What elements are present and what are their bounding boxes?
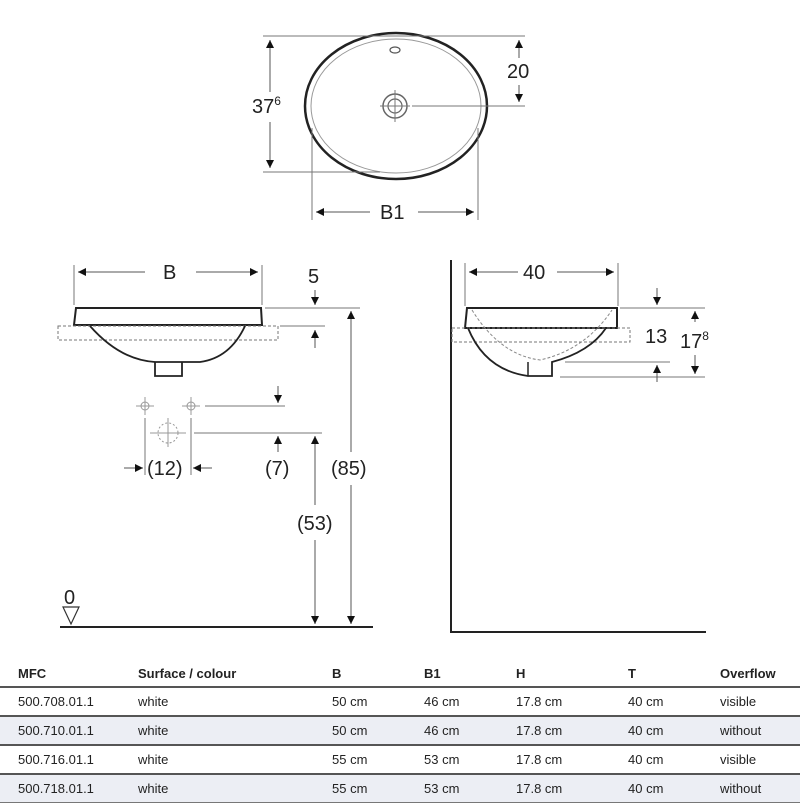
cell-mfc: 500.708.01.1	[18, 694, 94, 709]
cell-h: 17.8 cm	[516, 773, 628, 803]
cell-surface: white	[138, 744, 332, 774]
table-row: 500.708.01.1 white 50 cm 46 cm 17.8 cm 4…	[0, 686, 800, 716]
cell-t: 40 cm	[628, 773, 720, 803]
col-header-b: B	[332, 665, 342, 681]
top-depth-label: 376	[252, 94, 281, 118]
col-header-surface: Surface / colour	[138, 665, 237, 681]
col-header-b1: B1	[424, 665, 441, 681]
width-label: B	[163, 262, 176, 284]
inner-width-label: B1	[380, 202, 404, 224]
basin-bowl	[89, 325, 246, 363]
cell-overflow: without	[720, 715, 800, 745]
cell-surface: white	[138, 773, 332, 803]
wall-line	[450, 260, 706, 633]
cell-b: 55 cm	[332, 744, 424, 774]
cell-b1: 53 cm	[424, 744, 516, 774]
total-height-label: 178	[680, 329, 709, 353]
cell-b1: 46 cm	[424, 715, 516, 745]
tap-left-icon	[136, 397, 154, 415]
side-view: 40 13 178	[450, 260, 709, 633]
rim-label: 5	[308, 266, 319, 288]
table-row: 500.710.01.1 white 50 cm 46 cm 17.8 cm 4…	[0, 715, 800, 745]
cell-overflow: visible	[720, 744, 800, 774]
cell-h: 17.8 cm	[516, 686, 628, 716]
basin-rim	[72, 307, 264, 326]
overflow-hole-icon	[389, 46, 401, 54]
cell-mfc: 500.718.01.1	[18, 781, 94, 796]
table-row: 500.718.01.1 white 55 cm 53 cm 17.8 cm 4…	[0, 773, 800, 803]
drain-icon	[380, 90, 410, 122]
cell-surface: white	[138, 715, 332, 745]
rim-height-label: (85)	[331, 458, 367, 480]
cell-b: 50 cm	[332, 686, 424, 716]
cell-h: 17.8 cm	[516, 744, 628, 774]
col-header-overflow: Overflow	[720, 665, 776, 681]
cell-b1: 53 cm	[424, 773, 516, 803]
floor-level-icon	[62, 606, 80, 626]
top-view: 376 20 B1	[252, 31, 529, 224]
cell-b: 50 cm	[332, 715, 424, 745]
cell-overflow: visible	[720, 686, 800, 716]
cell-overflow: without	[720, 773, 800, 803]
col-header-h: H	[516, 665, 526, 681]
cell-surface: white	[138, 686, 332, 716]
cell-t: 40 cm	[628, 715, 720, 745]
tap-right-icon	[182, 397, 200, 415]
side-depth-label: 40	[523, 262, 545, 284]
cell-mfc: 500.716.01.1	[18, 752, 94, 767]
front-view: B 5 (12)	[57, 262, 373, 628]
cell-t: 40 cm	[628, 686, 720, 716]
table-header-row: MFC Surface / colour B B1 H T Overflow	[0, 660, 800, 687]
drain-offset-label: 20	[507, 61, 529, 83]
cell-mfc: 500.710.01.1	[18, 723, 94, 738]
drain-height-label: (53)	[297, 513, 333, 535]
table-row: 500.716.01.1 white 55 cm 53 cm 17.8 cm 4…	[0, 744, 800, 774]
technical-drawing: 376 20 B1 B 5	[57, 31, 709, 633]
tap-spacing-label: (12)	[147, 458, 183, 480]
col-header-t: T	[628, 665, 636, 681]
cell-h: 17.8 cm	[516, 715, 628, 745]
bowl-depth-label: 13	[645, 326, 667, 348]
tap-height-label: (7)	[265, 458, 289, 480]
cell-b1: 46 cm	[424, 686, 516, 716]
cell-b: 55 cm	[332, 773, 424, 803]
floor-label: 0	[64, 587, 75, 609]
drain-position-icon	[150, 418, 186, 447]
cell-t: 40 cm	[628, 744, 720, 774]
col-header-mfc: MFC	[18, 665, 47, 681]
spec-table: MFC Surface / colour B B1 H T Overflow 5…	[0, 660, 800, 803]
